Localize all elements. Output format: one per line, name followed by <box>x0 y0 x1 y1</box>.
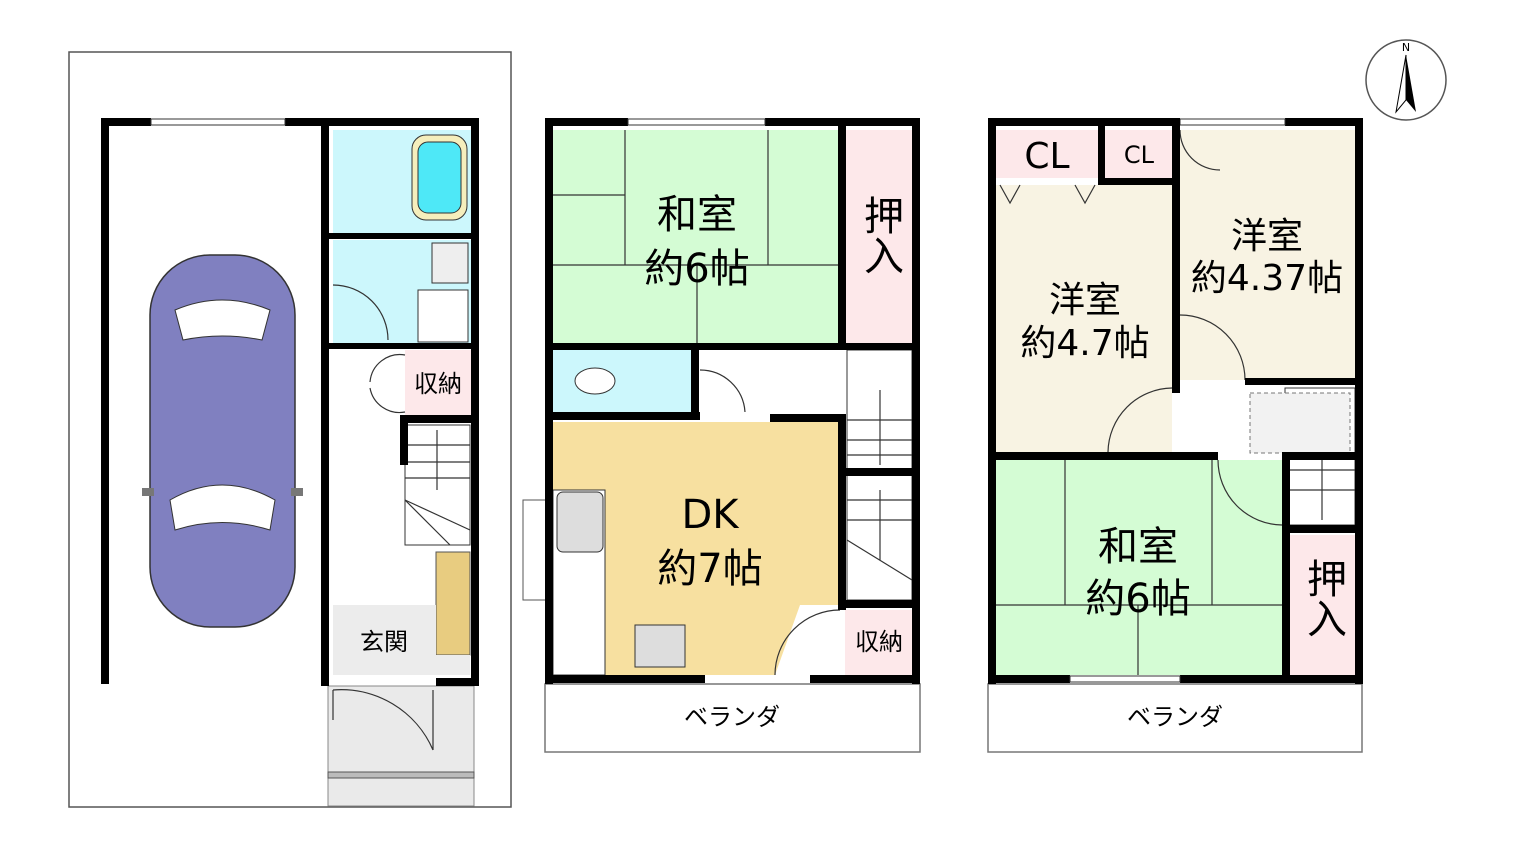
cl1-label: CL <box>1024 136 1069 177</box>
cl2-label: CL <box>1124 141 1155 169</box>
closet-1 <box>995 130 1098 178</box>
stove <box>634 624 686 668</box>
dk-size: 約7帖 <box>657 546 762 592</box>
washitsu-2f-name: 和室 <box>657 192 737 238</box>
dk-floor <box>553 422 840 675</box>
washitsu-3f-name: 和室 <box>1098 524 1178 570</box>
storage-room <box>405 350 471 415</box>
compass-icon: N <box>1365 39 1447 121</box>
floor-2: 和室 約6帖 押入 DK 約7帖 収納 ベランダ <box>522 118 921 753</box>
washitsu-3f-size: 約6帖 <box>1085 576 1190 622</box>
wood-step <box>435 551 471 656</box>
entrance-floor-2 <box>436 655 470 675</box>
storage-2f <box>845 610 913 675</box>
gate <box>327 771 475 779</box>
stairs-1f <box>404 424 471 546</box>
yoshitsu-a <box>995 185 1172 452</box>
washitsu-2f-size: 約6帖 <box>644 246 749 292</box>
yoshitsu-b <box>1180 130 1355 380</box>
oshiire-3f-label: 押入 <box>1300 558 1346 638</box>
storage-2f-label: 収納 <box>855 628 903 656</box>
oshiire-2f <box>845 130 913 343</box>
floor-3: CL CL 洋室 約4.7帖 洋室 約4.37帖 和室 約6帖 押入 ベランダ <box>987 118 1363 753</box>
window <box>1069 675 1181 683</box>
entrance-label: 玄関 <box>360 628 408 656</box>
window <box>150 118 286 126</box>
compass-north-label: N <box>1402 41 1410 54</box>
closet-2 <box>1105 130 1172 178</box>
veranda-3f-label: ベランダ <box>1127 703 1223 731</box>
window <box>627 118 766 126</box>
toilet-room <box>553 350 691 412</box>
porch <box>327 685 475 807</box>
washing-machine-space <box>417 289 469 343</box>
lot-boundary <box>68 51 512 808</box>
window <box>1179 118 1286 126</box>
kitchen-sink <box>556 491 604 553</box>
yoshitsu-b-size: 約4.37帖 <box>1191 258 1343 299</box>
dk-name: DK <box>681 492 740 538</box>
entrance-floor <box>333 605 436 675</box>
yoshitsu-a-size: 約4.7帖 <box>1020 323 1149 364</box>
sink <box>431 242 469 284</box>
yoshitsu-a-name: 洋室 <box>1049 280 1121 321</box>
oshiire-2f-label: 押入 <box>857 195 903 275</box>
oshiire-3f <box>1290 535 1355 675</box>
storage-label-1f: 収納 <box>414 370 462 398</box>
veranda-3f <box>987 683 1363 753</box>
veranda-2f <box>544 683 921 753</box>
toilet-icon <box>574 367 616 395</box>
yoshitsu-b-name: 洋室 <box>1231 216 1303 257</box>
veranda-2f-label: ベランダ <box>684 703 780 731</box>
car-icon <box>142 254 303 628</box>
floor-1: 収納 玄関 <box>68 51 512 808</box>
bathtub-water <box>417 141 462 214</box>
